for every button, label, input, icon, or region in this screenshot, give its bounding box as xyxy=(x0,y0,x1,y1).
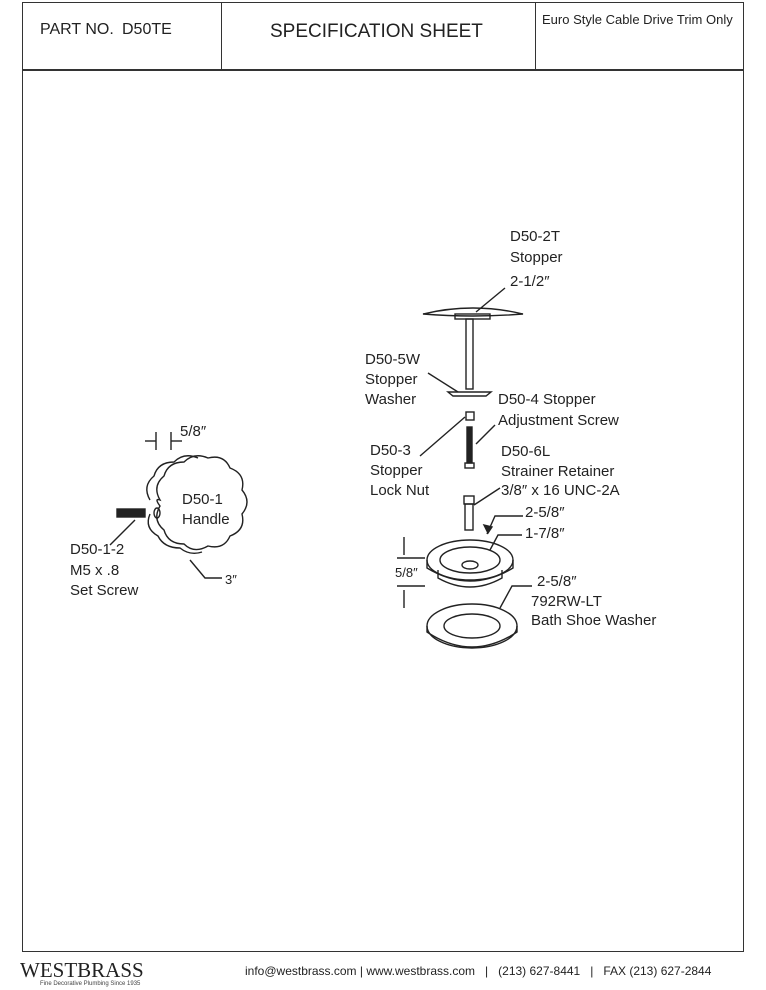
sheet-title: SPECIFICATION SHEET xyxy=(270,21,483,42)
lock-nut-name-2: Lock Nut xyxy=(370,482,430,499)
stopper-part: D50-2T xyxy=(510,228,561,245)
adjustment-screw-part: D50-4 Stopper xyxy=(498,391,596,408)
washer-part: D50-5W xyxy=(365,351,421,368)
washer-name-1: Stopper xyxy=(365,371,418,388)
strainer-inner-dim: 1-7/8″ xyxy=(525,525,565,542)
stopper-name: Stopper xyxy=(510,249,563,266)
set-screw-size: M5 x .8 xyxy=(70,562,120,579)
description-cell: Euro Style Cable Drive Trim Only xyxy=(536,2,744,71)
handle-part: D50-1 xyxy=(182,491,223,508)
handle-width-dim: 5/8″ xyxy=(180,423,207,440)
lock-nut-part: D50-3 xyxy=(370,442,411,459)
strainer-height-dim: 5/8″ xyxy=(395,565,418,580)
adjustment-screw-name: Adjustment Screw xyxy=(498,412,619,429)
product-description: Euro Style Cable Drive Trim Only xyxy=(542,12,733,27)
sheet-border xyxy=(22,2,744,952)
westbrass-logo: WESTBRASS xyxy=(20,958,144,982)
handle-drawing xyxy=(109,432,248,579)
strainer-outer-dim: 2-5/8″ xyxy=(525,504,565,521)
contact-info: info@westbrass.com | www.westbrass.com |… xyxy=(245,964,712,978)
strainer-drawing xyxy=(397,515,532,649)
part-no-value: D50TE xyxy=(122,21,172,38)
handle-name: Handle xyxy=(182,511,230,528)
set-screw-part: D50-1-2 xyxy=(70,541,125,558)
header-divider xyxy=(22,69,744,71)
part-no-label: PART NO. xyxy=(40,21,114,38)
title-cell: SPECIFICATION SHEET xyxy=(222,2,536,71)
handle-diameter-dim: 3″ xyxy=(225,572,237,587)
set-screw-name: Set Screw xyxy=(70,582,139,599)
logo-tagline: Fine Decorative Plumbing Since 1935 xyxy=(40,981,141,987)
stopper-dim: 2-1/2″ xyxy=(510,273,550,290)
lock-nut-name-1: Stopper xyxy=(370,462,423,479)
washer-name-2: Washer xyxy=(365,391,417,408)
retainer-part: D50-6L xyxy=(501,443,551,460)
retainer-name: Strainer Retainer xyxy=(501,463,615,480)
shoe-washer-dim: 2-5/8″ xyxy=(537,573,577,590)
stopper-drawing xyxy=(419,287,524,531)
shoe-washer-part: 792RW-LT xyxy=(531,593,602,610)
retainer-thread: 3/8″ x 16 UNC-2A xyxy=(501,482,620,499)
part-number-cell: PART NO. D50TE xyxy=(22,2,222,71)
shoe-washer-name: Bath Shoe Washer xyxy=(531,612,657,629)
